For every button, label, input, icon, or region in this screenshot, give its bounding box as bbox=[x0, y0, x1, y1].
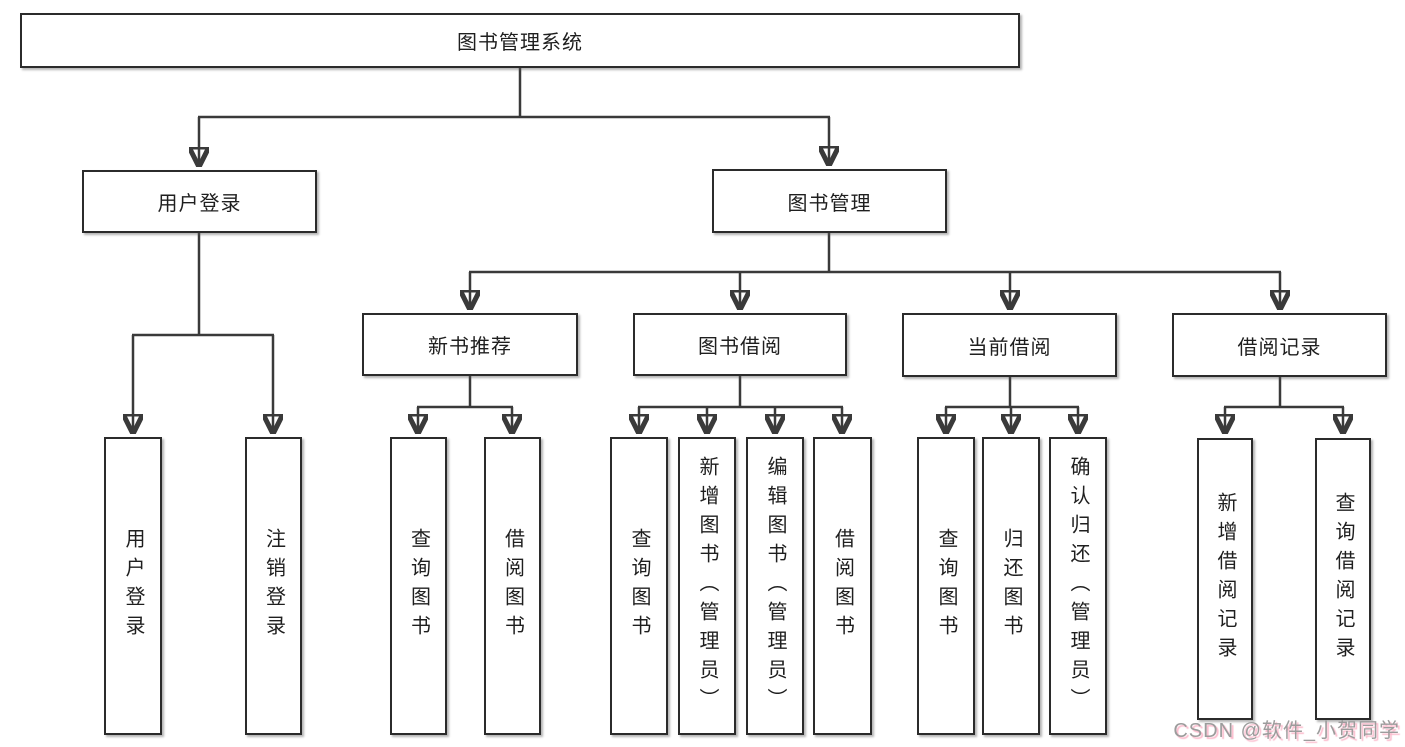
leaf-query-books-borrowing: 查询图书 bbox=[610, 437, 668, 735]
connector-book-management-to-level3 bbox=[469, 233, 1281, 306]
leaf-edit-book-admin: 编辑图书（管理员） bbox=[746, 437, 804, 735]
connector-user-login-to-leaves bbox=[132, 233, 274, 430]
node-label: 编辑图书（管理员） bbox=[764, 455, 786, 717]
leaf-user-login: 用户登录 bbox=[104, 437, 162, 735]
node-label: 用户登录 bbox=[157, 193, 242, 215]
node-label: 新增借阅记录 bbox=[1214, 492, 1236, 666]
node-label: 图书管理 bbox=[787, 192, 872, 215]
connector-root-to-level2 bbox=[198, 68, 830, 163]
node-label: 新书推荐 bbox=[428, 336, 512, 358]
node-label: 借阅图书 bbox=[501, 528, 524, 644]
leaf-add-book-admin: 新增图书（管理员） bbox=[678, 437, 736, 735]
connector-book-borrowing-to-leaves bbox=[638, 376, 843, 430]
node-new-book-recommendation: 新书推荐 bbox=[362, 313, 578, 376]
node-book-borrowing: 图书借阅 bbox=[633, 313, 847, 376]
node-label: 注销登录 bbox=[262, 528, 285, 644]
node-borrowing-records: 借阅记录 bbox=[1172, 313, 1387, 377]
leaf-add-borrow-record: 新增借阅记录 bbox=[1197, 438, 1253, 720]
leaf-confirm-return-admin: 确认归还（管理员） bbox=[1049, 437, 1107, 735]
node-label: 图书借阅 bbox=[698, 336, 782, 358]
leaf-logout: 注销登录 bbox=[245, 437, 302, 735]
node-label: 查询图书 bbox=[628, 528, 650, 644]
leaf-borrow-books-recommend: 借阅图书 bbox=[484, 437, 541, 735]
node-library-system: 图书管理系统 bbox=[20, 13, 1020, 68]
node-label: 确认归还（管理员） bbox=[1067, 455, 1089, 717]
leaf-query-books-recommend: 查询图书 bbox=[390, 437, 447, 735]
connector-borrow-records-to-leaves bbox=[1224, 377, 1344, 430]
node-label: 查询图书 bbox=[935, 528, 957, 644]
leaf-query-books-current: 查询图书 bbox=[917, 437, 975, 735]
node-current-borrowing: 当前借阅 bbox=[902, 313, 1117, 377]
node-label: 借阅记录 bbox=[1237, 336, 1322, 359]
connector-current-borrowing-to-leaves bbox=[945, 377, 1079, 430]
node-label: 归还图书 bbox=[1000, 528, 1022, 644]
leaf-borrow-books-borrowing: 借阅图书 bbox=[813, 437, 872, 735]
node-label: 新增图书（管理员） bbox=[696, 455, 718, 717]
leaf-query-borrow-record: 查询借阅记录 bbox=[1315, 438, 1371, 720]
node-label: 查询图书 bbox=[407, 528, 430, 644]
node-label: 图书管理系统 bbox=[457, 32, 583, 54]
node-label: 用户登录 bbox=[122, 528, 144, 644]
node-label: 借阅图书 bbox=[831, 528, 854, 644]
node-user-login: 用户登录 bbox=[82, 170, 317, 233]
connector-new-book-to-leaves bbox=[417, 376, 513, 430]
node-label: 查询借阅记录 bbox=[1332, 492, 1354, 666]
csdn-watermark: CSDN @软件_小贺同学 bbox=[1173, 720, 1400, 742]
leaf-return-books: 归还图书 bbox=[982, 437, 1040, 735]
node-label: 当前借阅 bbox=[967, 336, 1052, 359]
node-book-management: 图书管理 bbox=[712, 169, 947, 233]
